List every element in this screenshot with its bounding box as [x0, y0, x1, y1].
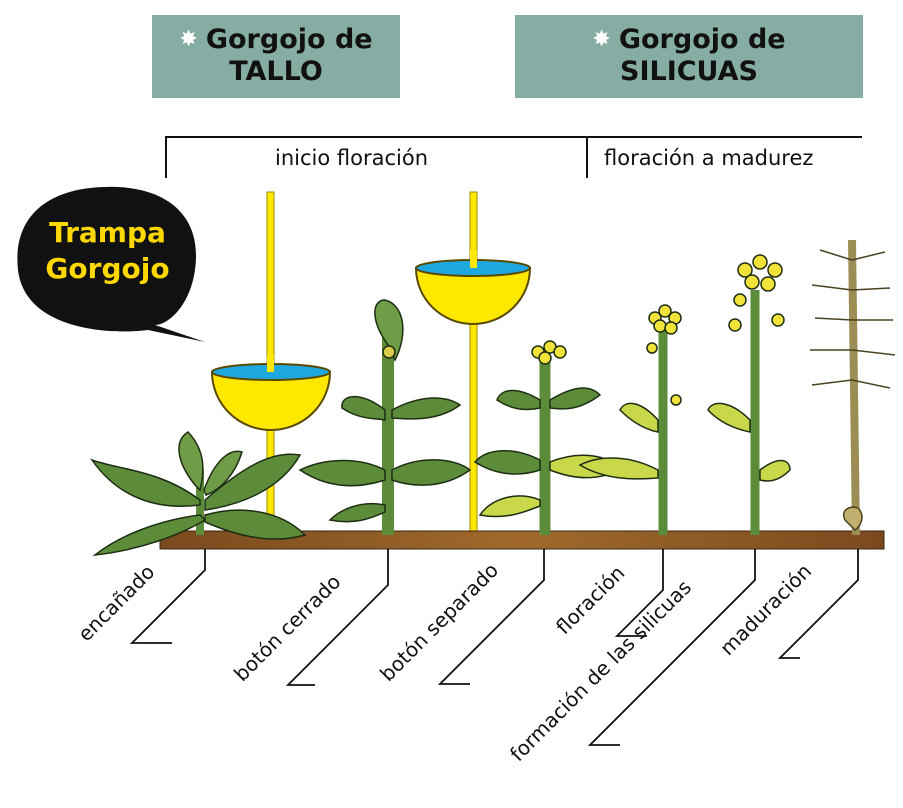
phase-label-floracion-madurez: floración a madurez — [604, 146, 814, 170]
bracket-inicio-floracion — [165, 136, 588, 178]
phase-label-inicio-floracion: inicio floración — [275, 146, 428, 170]
trap-bowl-2 — [414, 250, 532, 325]
bug-icon: ✸ — [592, 27, 611, 52]
leader-encanado — [129, 549, 206, 644]
header-line2: TALLO — [229, 56, 323, 87]
plant-encanado — [90, 431, 307, 557]
trap-speech-bubble — [17, 186, 205, 342]
plant-boton-cerrado — [298, 299, 472, 535]
phase-brackets — [165, 136, 862, 178]
leader-boton-cerrado — [285, 549, 389, 686]
bug-icon: ✸ — [179, 27, 198, 52]
plant-boton-separado — [473, 340, 622, 535]
header-line1: Gorgojo de — [618, 24, 786, 55]
leader-formacion-silicuas — [587, 549, 756, 746]
header-line1: Gorgojo de — [205, 24, 373, 55]
leader-floracion — [614, 549, 664, 637]
header-gorgojo-silicuas: ✸ Gorgojo de SILICUAS — [515, 15, 863, 98]
plant-formacion-silicuas — [707, 254, 791, 535]
trap-label-line2: Gorgojo — [45, 252, 170, 285]
trap-bowl-1 — [210, 355, 332, 431]
trap-label-line1: Trampa — [49, 216, 166, 249]
leader-boton-separado — [437, 549, 545, 685]
header-gorgojo-tallo: ✸ Gorgojo de TALLO — [152, 15, 400, 98]
plant-floracion — [578, 304, 682, 535]
trap-stake-2 — [469, 191, 478, 538]
header-line2: SILICUAS — [620, 56, 758, 87]
plant-maduracion — [810, 239, 896, 536]
leader-maduracion — [777, 549, 859, 659]
stage-leader-lines — [129, 549, 859, 746]
trap-label: Trampa Gorgojo — [25, 215, 190, 287]
